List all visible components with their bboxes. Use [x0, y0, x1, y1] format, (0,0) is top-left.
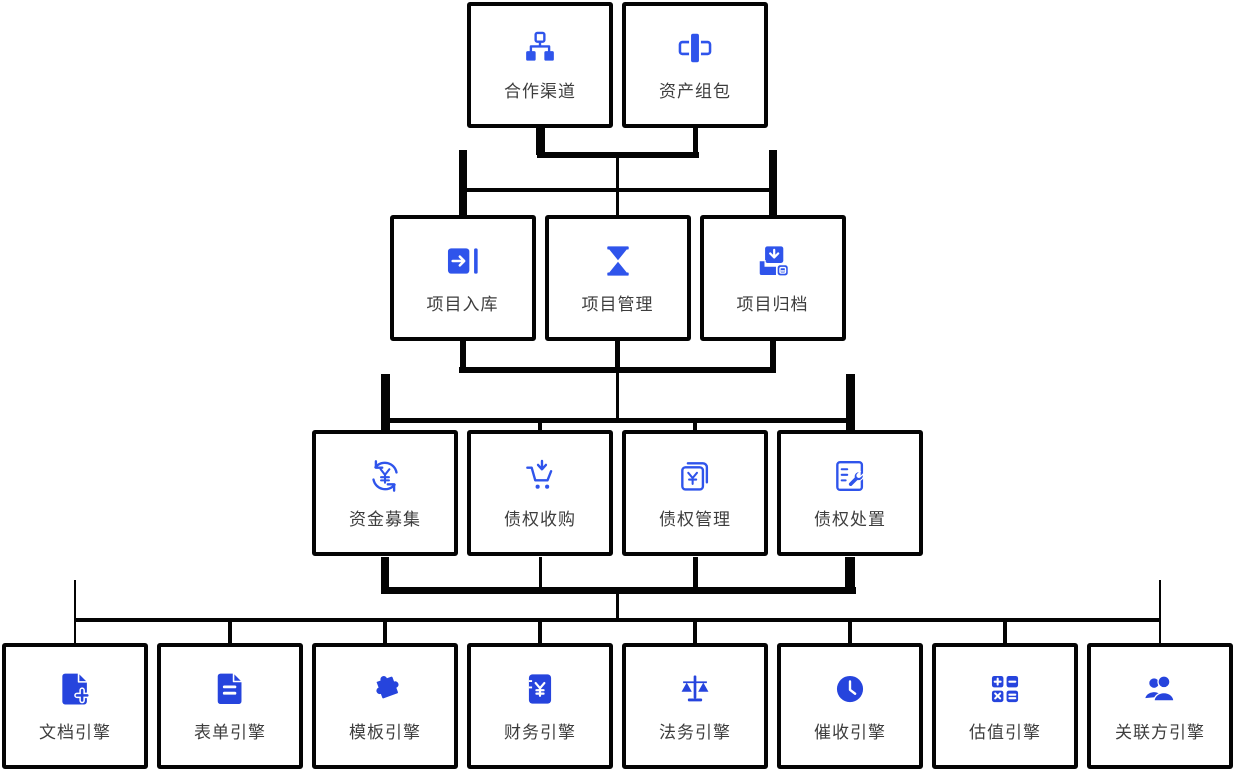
- connector-segment: [616, 590, 619, 620]
- calculator-icon: [986, 669, 1024, 709]
- connector-segment: [538, 420, 542, 430]
- node-label: 文档引擎: [39, 723, 111, 742]
- connector-segment: [458, 150, 467, 215]
- archive-icon: [754, 241, 792, 281]
- connector-segment: [845, 374, 855, 430]
- connector-segment: [768, 150, 777, 215]
- connector-segment: [693, 620, 697, 643]
- connector-segment: [769, 341, 776, 370]
- hourglass-icon: [599, 241, 637, 281]
- connector-segment: [692, 557, 698, 590]
- node-asset-package[interactable]: 资产组包: [622, 2, 768, 128]
- connector-segment: [692, 128, 698, 155]
- connector-segment: [848, 620, 852, 643]
- import-icon: [444, 241, 482, 281]
- node-valuation-engine[interactable]: 估值引擎: [932, 643, 1078, 769]
- node-label: 合作渠道: [504, 82, 576, 101]
- finance-book-icon: [521, 669, 559, 709]
- connector-segment: [380, 374, 390, 430]
- fund-cycle-icon: [366, 456, 404, 496]
- node-label: 估值引擎: [969, 723, 1041, 742]
- node-template-engine[interactable]: 模板引擎: [312, 643, 458, 769]
- ledger-icon: [676, 456, 714, 496]
- node-label: 表单引擎: [194, 723, 266, 742]
- connector-segment: [381, 557, 389, 590]
- cart-icon: [521, 456, 559, 496]
- node-label: 债权处置: [814, 510, 886, 529]
- connector-segment: [693, 420, 697, 430]
- node-label: 关联方引擎: [1115, 723, 1205, 742]
- connector-segment: [535, 128, 545, 155]
- file-add-icon: [56, 669, 94, 709]
- wrench-doc-icon: [831, 456, 869, 496]
- node-collection-engine[interactable]: 催收引擎: [777, 643, 923, 769]
- node-debt-acquisition[interactable]: 债权收购: [467, 430, 613, 556]
- node-finance-engine[interactable]: 财务引擎: [467, 643, 613, 769]
- puzzle-icon: [366, 669, 404, 709]
- scales-icon: [676, 669, 714, 709]
- node-debt-disposal[interactable]: 债权处置: [777, 430, 923, 556]
- node-legal-engine[interactable]: 法务引擎: [622, 643, 768, 769]
- connector-segment: [459, 341, 466, 370]
- node-label: 催收引擎: [814, 723, 886, 742]
- node-label: 财务引擎: [504, 723, 576, 742]
- node-label: 项目管理: [581, 295, 654, 314]
- node-project-archive[interactable]: 项目归档: [699, 215, 846, 341]
- connector-segment: [75, 618, 1160, 622]
- connector-segment: [228, 620, 232, 643]
- connector-segment: [383, 620, 387, 643]
- node-project-management[interactable]: 项目管理: [544, 215, 691, 341]
- connector-segment: [538, 557, 542, 590]
- form-icon: [211, 669, 249, 709]
- connector-segment: [459, 188, 777, 192]
- connector-segment: [1003, 620, 1007, 643]
- node-fund-raising[interactable]: 资金募集: [312, 430, 458, 556]
- node-label: 法务引擎: [659, 723, 731, 742]
- connector-segment: [538, 620, 542, 643]
- clock-icon: [831, 669, 869, 709]
- node-label: 债权管理: [659, 510, 731, 529]
- node-form-engine[interactable]: 表单引擎: [157, 643, 303, 769]
- node-label: 项目入库: [426, 295, 499, 314]
- node-related-party-engine[interactable]: 关联方引擎: [1087, 643, 1233, 769]
- node-label: 资金募集: [349, 510, 421, 529]
- node-label: 债权收购: [504, 510, 576, 529]
- node-label: 资产组包: [659, 82, 731, 101]
- connector-segment: [73, 580, 77, 643]
- node-cooperation-channel[interactable]: 合作渠道: [467, 2, 613, 128]
- connector-segment: [615, 341, 620, 370]
- connector-segment: [616, 155, 619, 215]
- team-icon: [1141, 669, 1179, 709]
- node-project-intake[interactable]: 项目入库: [389, 215, 536, 341]
- connector-segment: [1158, 580, 1162, 643]
- package-icon: [676, 28, 714, 68]
- sitemap-icon: [521, 28, 559, 68]
- node-label: 项目归档: [736, 295, 809, 314]
- node-document-engine[interactable]: 文档引擎: [2, 643, 148, 769]
- connector-segment: [382, 417, 853, 423]
- node-debt-management[interactable]: 债权管理: [622, 430, 768, 556]
- connector-segment: [845, 557, 855, 590]
- node-label: 模板引擎: [349, 723, 421, 742]
- connector-segment: [616, 370, 619, 420]
